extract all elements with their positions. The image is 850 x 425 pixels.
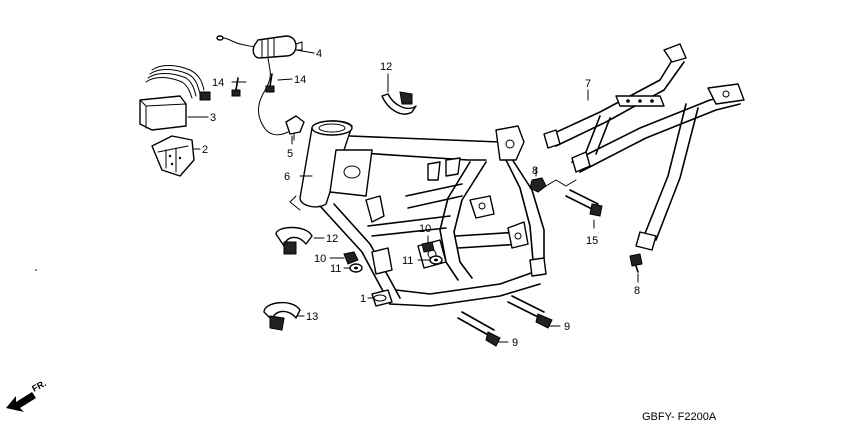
callout-10-right: 10	[419, 223, 431, 235]
main-frame	[289, 120, 547, 307]
cable-band-12-left	[275, 226, 313, 255]
callout-7: 7	[585, 78, 591, 90]
callout-14-left: 14	[212, 77, 224, 89]
washer-11-left	[349, 263, 363, 273]
callout-9-right: 9	[564, 321, 570, 333]
front-arrow-icon	[6, 392, 36, 412]
callout-15: 15	[586, 235, 598, 247]
callout-2: 2	[202, 144, 208, 156]
callout-4: 4	[316, 48, 322, 60]
bolt-9b	[507, 295, 553, 329]
callout-13: 13	[306, 311, 318, 323]
nut-10-right	[421, 241, 435, 253]
callout-10-left: 10	[314, 253, 326, 265]
collar-1	[371, 289, 393, 307]
bolt-14b	[265, 73, 275, 93]
nut-10-left	[343, 251, 359, 265]
cable-band-12-top	[381, 91, 417, 115]
spark-plug-cap	[285, 115, 305, 141]
callout-6: 6	[284, 171, 290, 183]
cdi-unit	[139, 65, 211, 131]
bolt-15	[565, 189, 603, 217]
diagram-code: GBFY- F2200A	[642, 411, 717, 423]
callout-8-lower: 8	[634, 285, 640, 297]
callout-12-top: 12	[380, 61, 392, 73]
callout-1: 1	[360, 293, 366, 305]
callout-8-upper: 8	[532, 165, 538, 177]
cdi-rubber-mount	[151, 135, 195, 177]
callout-12-left: 12	[326, 233, 338, 245]
front-marker-label: FR.	[30, 378, 47, 394]
rear-subframe	[543, 43, 745, 251]
cable-band-13	[263, 302, 301, 331]
washer-11-right	[429, 255, 443, 265]
ignition-coil	[216, 35, 303, 136]
nut-8-upper	[529, 177, 577, 193]
callout-9-left: 9	[512, 337, 518, 349]
callout-11-left: 11	[330, 263, 341, 275]
dot-mark	[35, 269, 37, 271]
callout-5: 5	[287, 148, 293, 160]
front-direction-arrow: FR.	[6, 378, 48, 412]
leader-lines	[187, 49, 639, 343]
callout-3: 3	[210, 112, 216, 124]
callout-14-right: 14	[294, 74, 306, 86]
bolt-9a	[457, 311, 501, 347]
callout-labels: 4 14 14 3 2 5 6 12 7 8 15 8 12 10 11 10 …	[202, 48, 640, 349]
bolt-8-lower	[629, 253, 643, 273]
callout-11-right: 11	[402, 255, 413, 267]
bolt-14a	[231, 77, 241, 97]
